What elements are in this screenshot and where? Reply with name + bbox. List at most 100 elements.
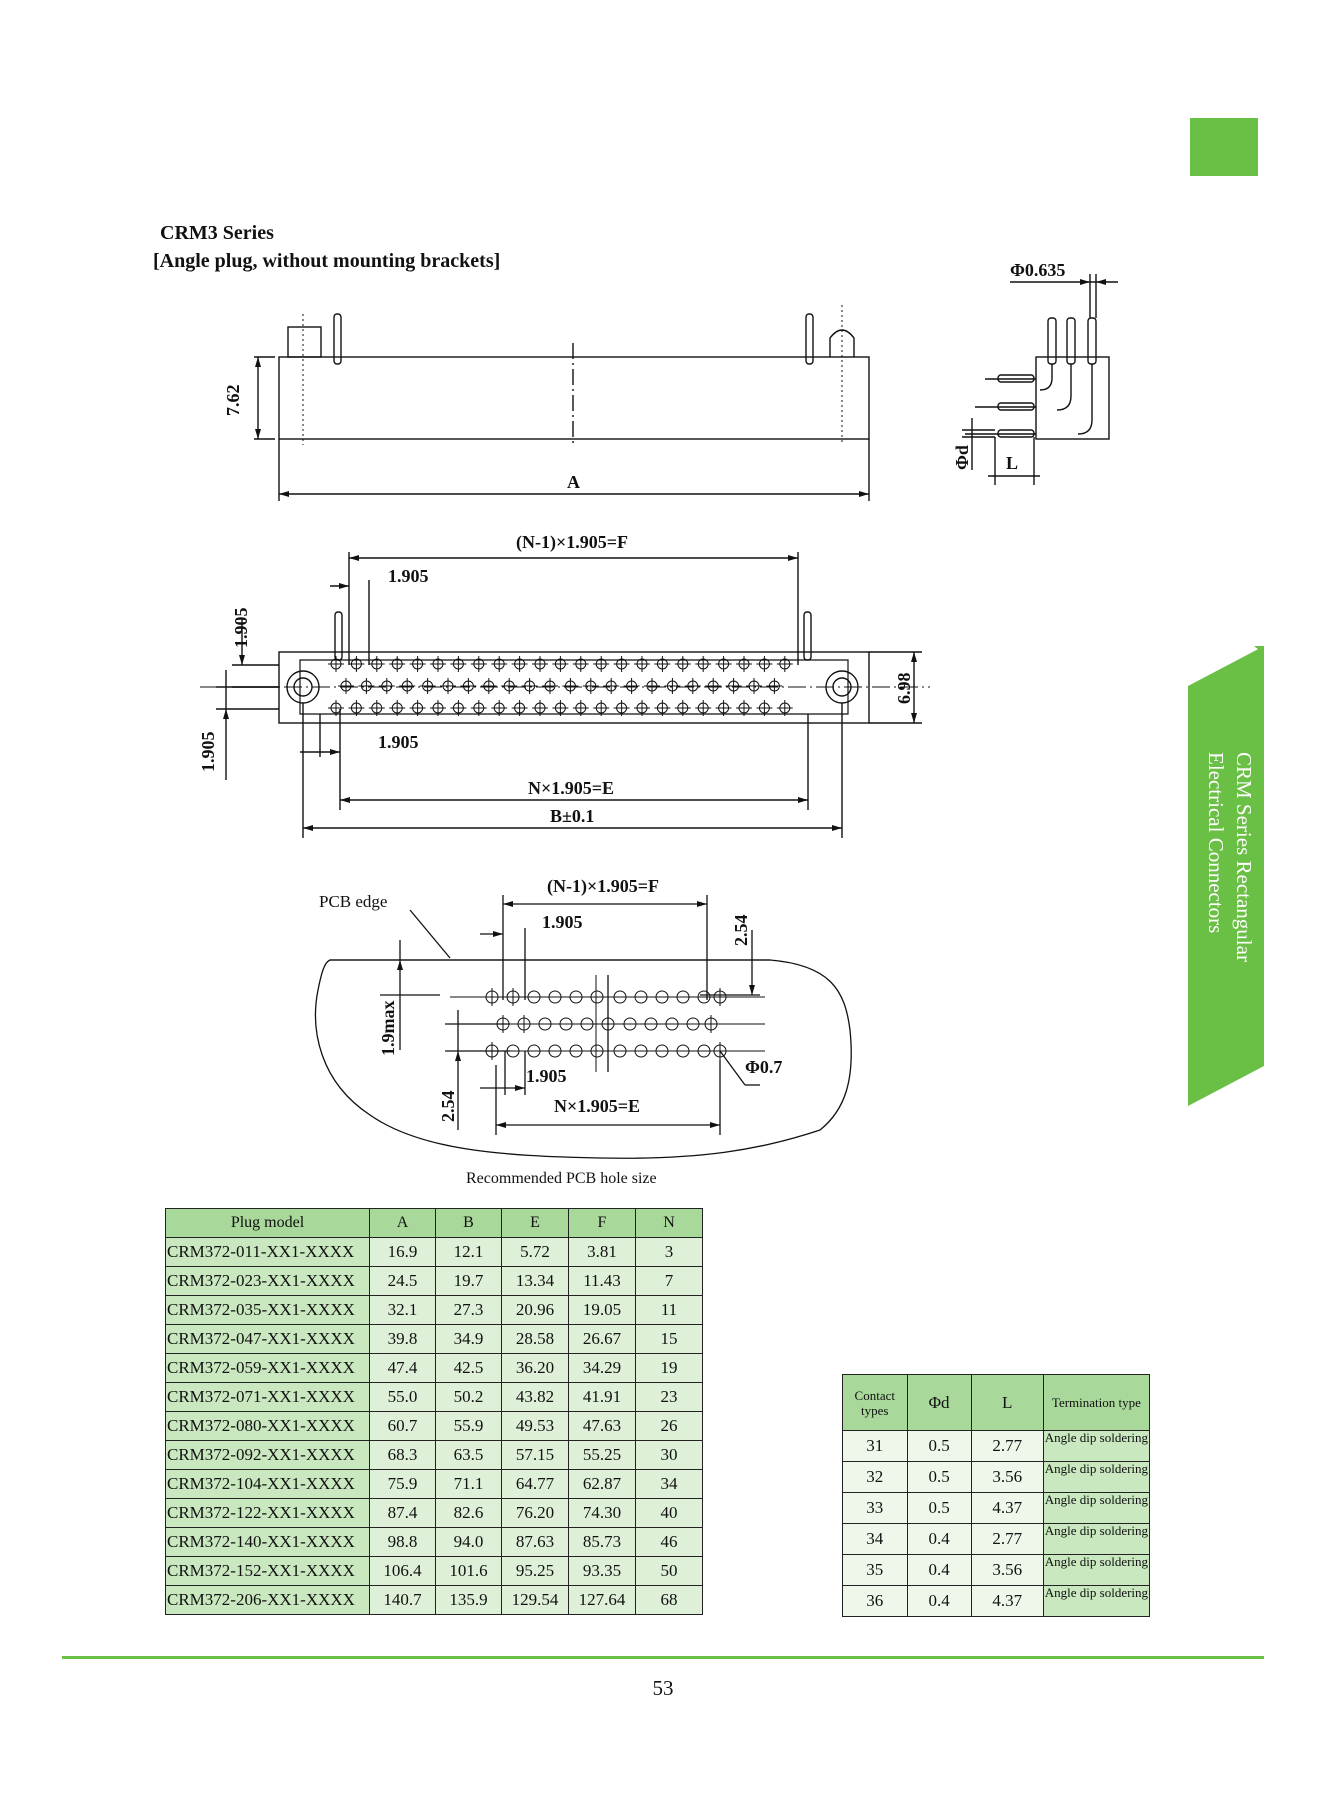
cell-n: 3 [635, 1237, 703, 1267]
header-n: N [635, 1208, 703, 1238]
cell-e: 43.82 [501, 1382, 569, 1412]
cell-model: CRM372-011-XX1-XXXX [165, 1237, 370, 1267]
pcb-hole-grid [483, 988, 729, 1060]
pcb-hole [634, 990, 648, 1004]
pcb-hole [655, 1044, 669, 1058]
label-762: 7.62 [223, 385, 243, 417]
cell-f: 41.91 [568, 1382, 636, 1412]
cell-e: 28.58 [501, 1324, 569, 1354]
header-f: F [568, 1208, 636, 1238]
label-phi-d: Φd [952, 445, 972, 470]
cell-a: 75.9 [369, 1469, 436, 1499]
label-254-top: 2.54 [731, 915, 751, 947]
pcb-hole [697, 1044, 711, 1058]
label-l: L [1006, 453, 1018, 473]
pcb-hole [676, 1044, 690, 1058]
pcb-hole [506, 1044, 520, 1058]
pcb-hole [580, 1017, 594, 1031]
cell-phi-d: 0.4 [906, 1585, 972, 1617]
cell-n: 34 [635, 1469, 703, 1499]
corner-accent-block [1190, 118, 1258, 176]
cell-b: 94.0 [435, 1527, 502, 1557]
series-title: CRM3 Series [160, 222, 274, 244]
header-phi-d: Φd [906, 1374, 972, 1431]
cell-l: 2.77 [970, 1430, 1044, 1462]
pcb-hole [590, 990, 604, 1004]
label-pitch-pcb-bottom: 1.905 [526, 1066, 567, 1086]
cell-l: 4.37 [970, 1585, 1044, 1617]
cell-b: 50.2 [435, 1382, 502, 1412]
cell-model: CRM372-092-XX1-XXXX [165, 1440, 370, 1470]
label-e-formula-pcb: N×1.905=E [554, 1096, 640, 1116]
plug-model-table: Plug model A B E F N CRM372-011-XX1-XXXX… [165, 1208, 703, 1615]
cell-e: 49.53 [501, 1411, 569, 1441]
cell-contact-type: 33 [842, 1492, 908, 1524]
label-pitch-left-lower: 1.905 [198, 732, 218, 773]
technical-drawing: 7.62 A Φ0.635 Φd L [198, 260, 1118, 1159]
cell-n: 68 [635, 1585, 703, 1615]
pcb-hole [527, 990, 541, 1004]
pcb-hole [676, 990, 690, 1004]
header-a: A [369, 1208, 436, 1238]
cell-model: CRM372-047-XX1-XXXX [165, 1324, 370, 1354]
cell-e: 95.25 [501, 1556, 569, 1586]
cell-b: 55.9 [435, 1411, 502, 1441]
cell-model: CRM372-152-XX1-XXXX [165, 1556, 370, 1586]
pcb-hole [548, 1044, 562, 1058]
cell-a: 106.4 [369, 1556, 436, 1586]
cell-a: 68.3 [369, 1440, 436, 1470]
cell-e: 36.20 [501, 1353, 569, 1383]
cell-a: 87.4 [369, 1498, 436, 1528]
cell-f: 74.30 [568, 1498, 636, 1528]
cell-phi-d: 0.5 [906, 1461, 972, 1493]
cell-f: 62.87 [568, 1469, 636, 1499]
cell-model: CRM372-071-XX1-XXXX [165, 1382, 370, 1412]
cell-b: 19.7 [435, 1266, 502, 1296]
cell-termination: Angle dip soldering [1044, 1586, 1149, 1600]
contact-table-header: Contact types Φd L Termination type [842, 1374, 1151, 1431]
header-b: B [435, 1208, 502, 1238]
cell-phi-d: 0.5 [906, 1430, 972, 1462]
cell-e: 13.34 [501, 1266, 569, 1296]
header-plug-model: Plug model [165, 1208, 370, 1238]
label-phi-0635: Φ0.635 [1010, 260, 1065, 280]
cell-f: 93.35 [568, 1556, 636, 1586]
cell-n: 23 [635, 1382, 703, 1412]
pcb-hole [697, 990, 711, 1004]
cell-n: 26 [635, 1411, 703, 1441]
cell-e: 64.77 [501, 1469, 569, 1499]
pcb-hole [590, 1044, 604, 1058]
label-pitch-pcb-top: 1.905 [542, 912, 583, 932]
cell-phi-d: 0.5 [906, 1492, 972, 1524]
cell-b: 71.1 [435, 1469, 502, 1499]
cell-l: 2.77 [970, 1523, 1044, 1555]
label-254-bottom: 2.54 [438, 1091, 458, 1123]
cell-n: 50 [635, 1556, 703, 1586]
cell-model: CRM372-140-XX1-XXXX [165, 1527, 370, 1557]
pcb-hole [623, 1017, 637, 1031]
cell-e: 5.72 [501, 1237, 569, 1267]
cell-model: CRM372-104-XX1-XXXX [165, 1469, 370, 1499]
contact-hole-grid [328, 656, 793, 716]
cell-termination: Angle dip soldering [1044, 1493, 1149, 1507]
plug-table-header: Plug model A B E F N [165, 1208, 703, 1238]
pcb-hole [634, 1044, 648, 1058]
cell-b: 34.9 [435, 1324, 502, 1354]
series-subtitle: [Angle plug, without mounting brackets] [153, 250, 501, 272]
cell-a: 39.8 [369, 1324, 436, 1354]
pcb-hole [548, 990, 562, 1004]
cell-b: 12.1 [435, 1237, 502, 1267]
header-contact-types: Contact types [842, 1374, 908, 1431]
